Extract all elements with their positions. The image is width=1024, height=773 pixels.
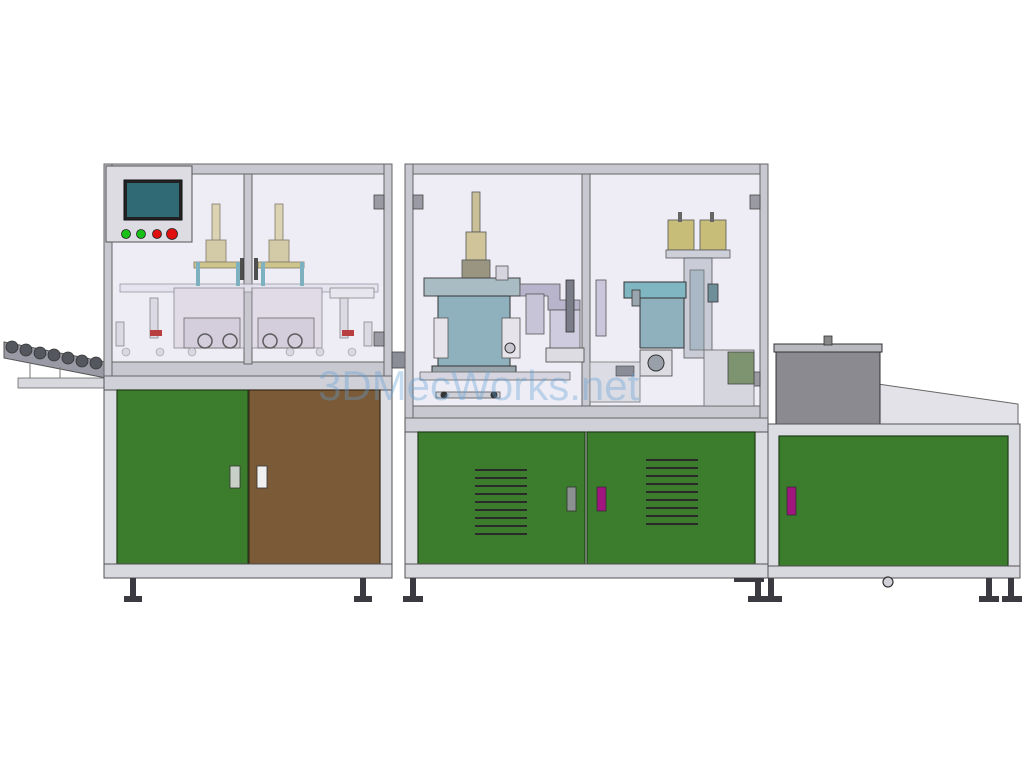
middle-cabinet-door-right — [586, 431, 756, 565]
left-station — [103, 163, 393, 602]
hinge-icon — [373, 194, 385, 210]
right-cabinet-door — [778, 435, 1009, 567]
door-lock-icon — [229, 465, 241, 489]
door-handle-icon — [786, 486, 797, 516]
right-bin-station — [767, 335, 1022, 602]
left-cabinet-door-brown — [248, 389, 381, 565]
caster-wheel-icon — [882, 576, 894, 588]
run-button-icon — [136, 229, 146, 239]
middle-cabinet-door-left — [417, 431, 586, 565]
hinge-icon — [412, 194, 424, 210]
collection-bin — [775, 347, 881, 425]
bowl-feeder-right — [623, 212, 731, 359]
left-cabinet-door — [116, 389, 249, 565]
door-handle-icon — [566, 486, 577, 512]
emergency-stop-icon — [166, 228, 178, 240]
hmi-display — [127, 183, 179, 217]
left-roller-conveyor — [3, 340, 107, 389]
stop-button-icon — [152, 229, 162, 239]
vent-louvers — [475, 459, 698, 535]
middle-station — [403, 163, 782, 602]
hopper-icon — [667, 219, 695, 251]
hinge-icon — [373, 331, 385, 347]
control-panel — [105, 165, 193, 243]
hopper-icon — [699, 219, 727, 251]
hinge-icon — [749, 194, 761, 210]
start-button-icon — [121, 229, 131, 239]
door-handle-icon — [596, 486, 607, 512]
door-lock-icon — [256, 465, 268, 489]
